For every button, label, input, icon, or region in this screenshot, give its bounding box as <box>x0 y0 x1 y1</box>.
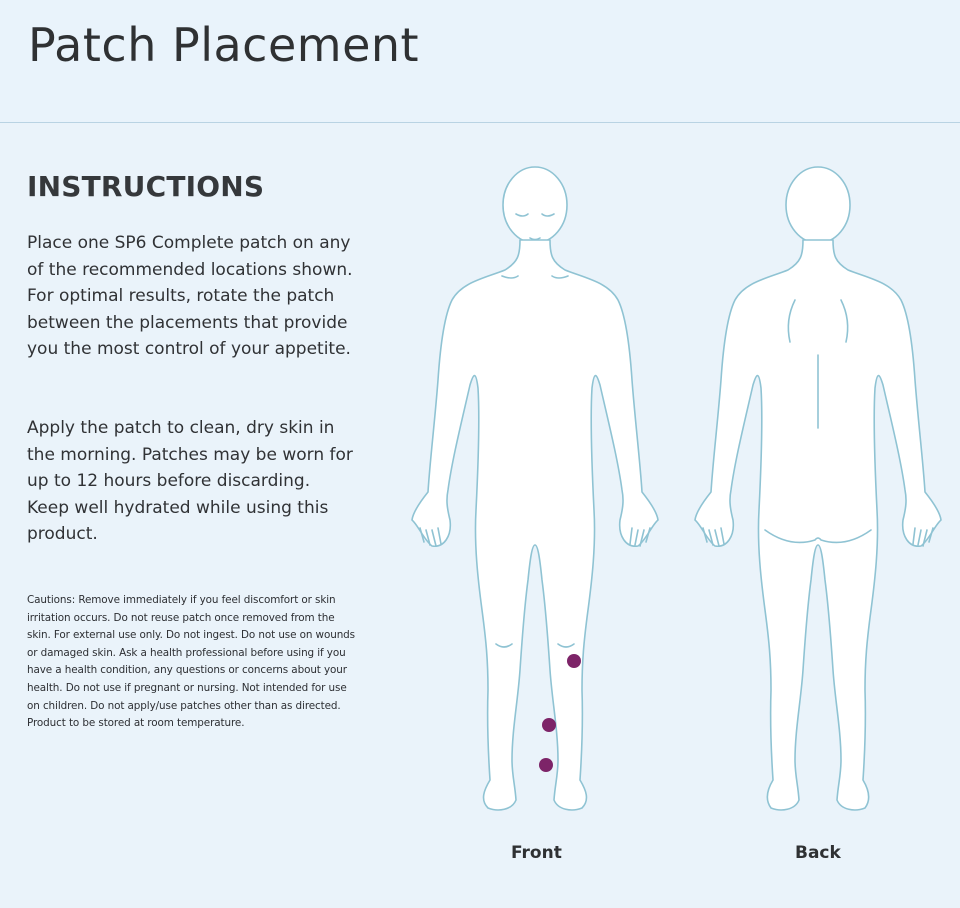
back-right-fingers <box>912 527 934 547</box>
front-body-outline <box>411 239 659 811</box>
page-title: Patch Placement <box>28 18 420 72</box>
instructions-paragraph-1: Place one SP6 Complete patch on any of t… <box>27 233 353 359</box>
front-eye-left <box>515 213 529 217</box>
back-label: Back <box>795 843 841 863</box>
front-left-fingers <box>419 527 442 547</box>
placement-marker-shin-lower <box>539 758 553 772</box>
front-head <box>502 166 568 244</box>
front-knee-left-line <box>495 643 513 648</box>
instructions-heading: INSTRUCTIONS <box>27 170 265 203</box>
front-eye-right <box>541 213 555 217</box>
back-left-fingers <box>702 527 725 547</box>
front-label: Front <box>511 843 562 863</box>
back-buttocks-line <box>764 529 872 544</box>
placement-marker-knee <box>567 654 581 668</box>
placement-markers <box>539 654 581 772</box>
back-left-shoulder-blade <box>787 299 796 343</box>
back-body-figure <box>694 166 942 811</box>
cautions-text: Cautions: Remove immediately if you feel… <box>27 594 355 730</box>
front-collar-right <box>551 275 569 279</box>
placement-marker-shin-upper <box>542 718 556 732</box>
front-mouth <box>529 237 541 241</box>
back-body-outline <box>694 239 942 811</box>
page-header: Patch Placement <box>0 0 960 123</box>
body-diagram <box>411 166 942 811</box>
back-right-shoulder-blade <box>840 299 849 343</box>
front-collar-left <box>501 275 519 279</box>
front-knee-right-line <box>557 643 575 648</box>
front-right-fingers <box>629 527 651 547</box>
instructions-paragraph-2: Apply the patch to clean, dry skin in th… <box>27 418 353 544</box>
back-head <box>785 166 851 244</box>
front-body-figure <box>411 166 659 811</box>
